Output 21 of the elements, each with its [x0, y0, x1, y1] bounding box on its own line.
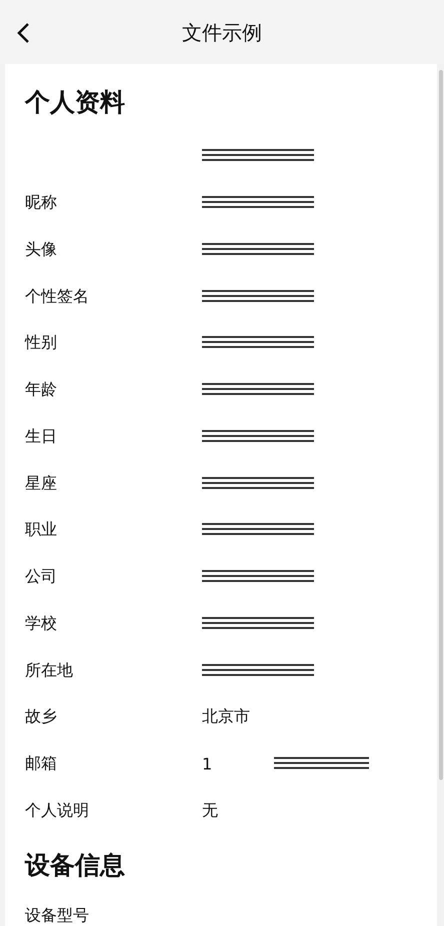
field-label: 个性签名	[25, 286, 89, 308]
field-label: 星座	[25, 474, 57, 494]
section-heading: 个人资料	[25, 86, 125, 118]
field-value: 无	[202, 800, 218, 822]
field-label: 年龄	[25, 380, 57, 400]
field-label: 生日	[25, 426, 57, 448]
field-label: 昵称	[25, 192, 57, 214]
field-label: 个人说明	[25, 800, 89, 822]
field-label: 职业	[25, 520, 57, 540]
field-label: 头像	[25, 240, 57, 260]
field-label: 所在地	[25, 660, 73, 682]
page-title: 文件示例	[182, 20, 262, 46]
field-label: 性别	[25, 332, 57, 354]
field-value: 北京市	[202, 706, 250, 728]
field-value: 1	[202, 754, 212, 774]
section-heading: 设备信息	[25, 850, 125, 882]
field-label: 学校	[25, 614, 57, 634]
field-label: 设备型号	[25, 906, 89, 926]
field-label: 邮箱	[25, 754, 57, 774]
field-label: 故乡	[25, 706, 57, 728]
field-label: 公司	[25, 566, 57, 588]
